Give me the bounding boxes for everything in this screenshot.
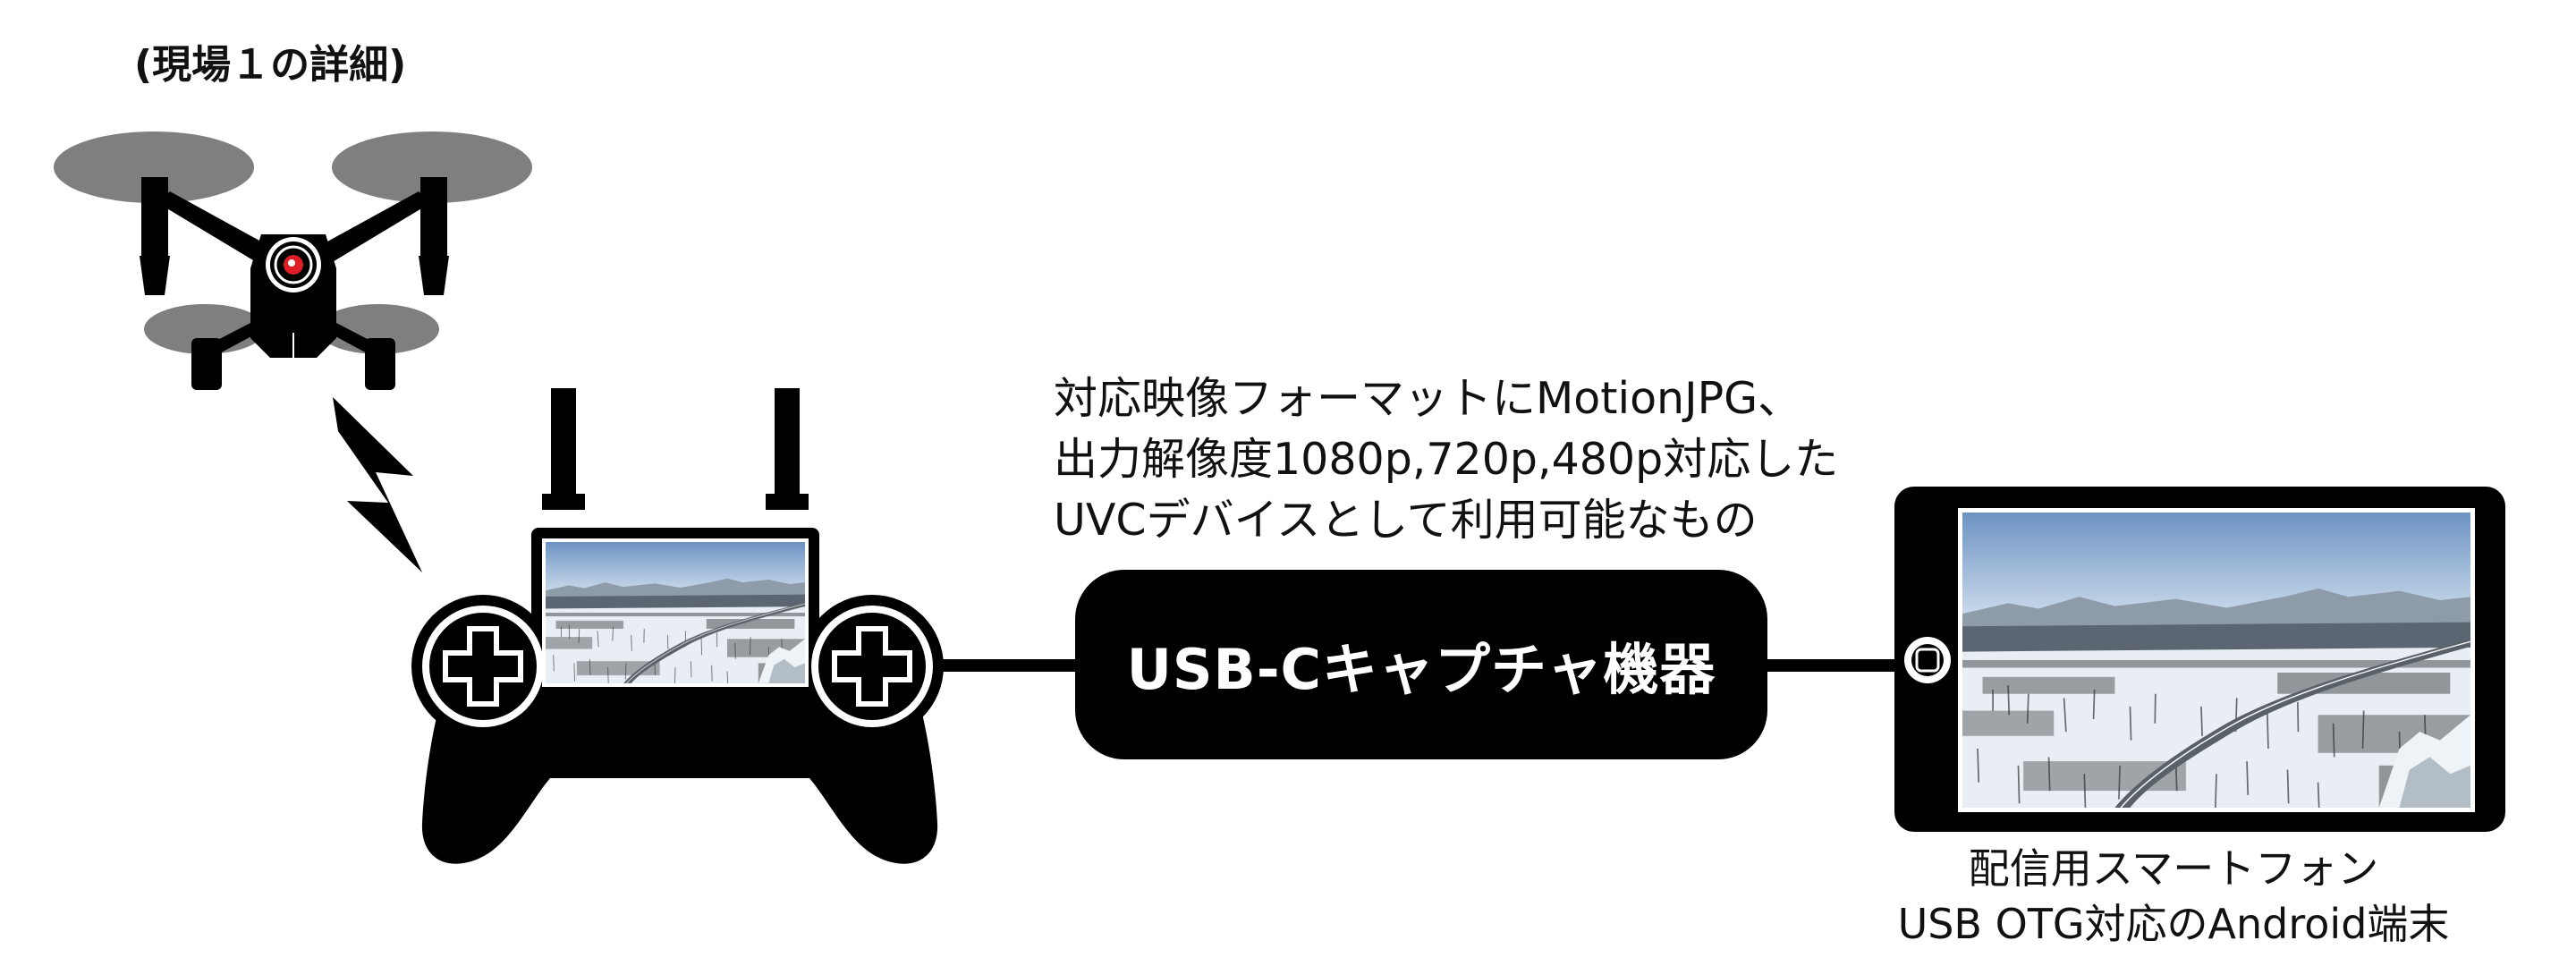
- controller-screen-image: [542, 538, 809, 687]
- phone-caption-line: 配信用スマートフォン: [1968, 844, 2379, 893]
- spec-line: 出力解像度1080p,720p,480p対応した: [1054, 434, 1839, 485]
- capture-device-box: [1075, 570, 1767, 759]
- spec-line: UVCデバイスとして利用可能なもの: [1054, 495, 1758, 546]
- lightning-signal-icon: [333, 397, 422, 572]
- smartphone-caption: 配信用スマートフォン USB OTG対応のAndroid端末: [1860, 841, 2487, 952]
- cable-controller-to-capture: [930, 659, 1082, 672]
- capture-spec-description: 対応映像フォーマットにMotionJPG、 出力解像度1080p,720p,48…: [1054, 369, 1838, 551]
- spec-line: 対応映像フォーマットにMotionJPG、: [1054, 373, 1802, 424]
- section-header-label: (現場１の詳細): [134, 42, 407, 88]
- cable-capture-to-phone: [1762, 659, 1923, 672]
- capture-device-label: USB-Cキャプチャ機器: [1126, 637, 1716, 702]
- drone-icon: [54, 131, 532, 390]
- smartphone-icon: [1894, 487, 2505, 832]
- phone-caption-line: USB OTG対応のAndroid端末: [1897, 900, 2450, 948]
